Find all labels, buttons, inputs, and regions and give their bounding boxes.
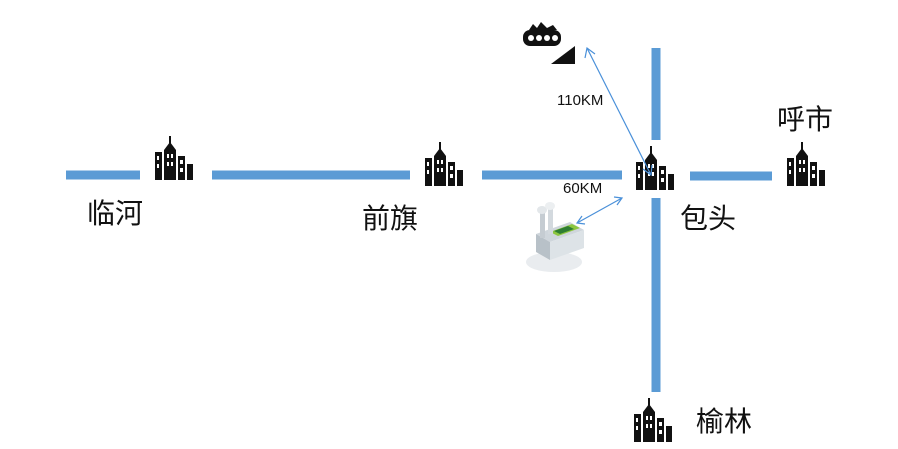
city-icon-hushi (787, 142, 825, 186)
factory-plant-icon (526, 202, 584, 272)
city-label-hushi: 呼市 (777, 103, 834, 136)
city-label-qianqi: 前旗 (362, 202, 419, 235)
coal-mine-icon (523, 22, 575, 64)
city-label-yulin: 榆林 (696, 405, 753, 438)
distance-label-mine: 110KM (557, 92, 604, 109)
distance-label-plant: 60KM (563, 180, 603, 197)
city-icon-qianqi (425, 142, 463, 186)
city-icon-linhe (155, 136, 193, 180)
arrow-baotou-plant (575, 196, 624, 225)
arrow-baotou-mine (584, 46, 653, 177)
city-icon-baotou (636, 146, 674, 190)
roads (66, 48, 772, 392)
city-icon-yulin (634, 398, 672, 442)
city-label-linhe: 临河 (87, 197, 144, 230)
city-label-baotou: 包头 (680, 202, 737, 235)
